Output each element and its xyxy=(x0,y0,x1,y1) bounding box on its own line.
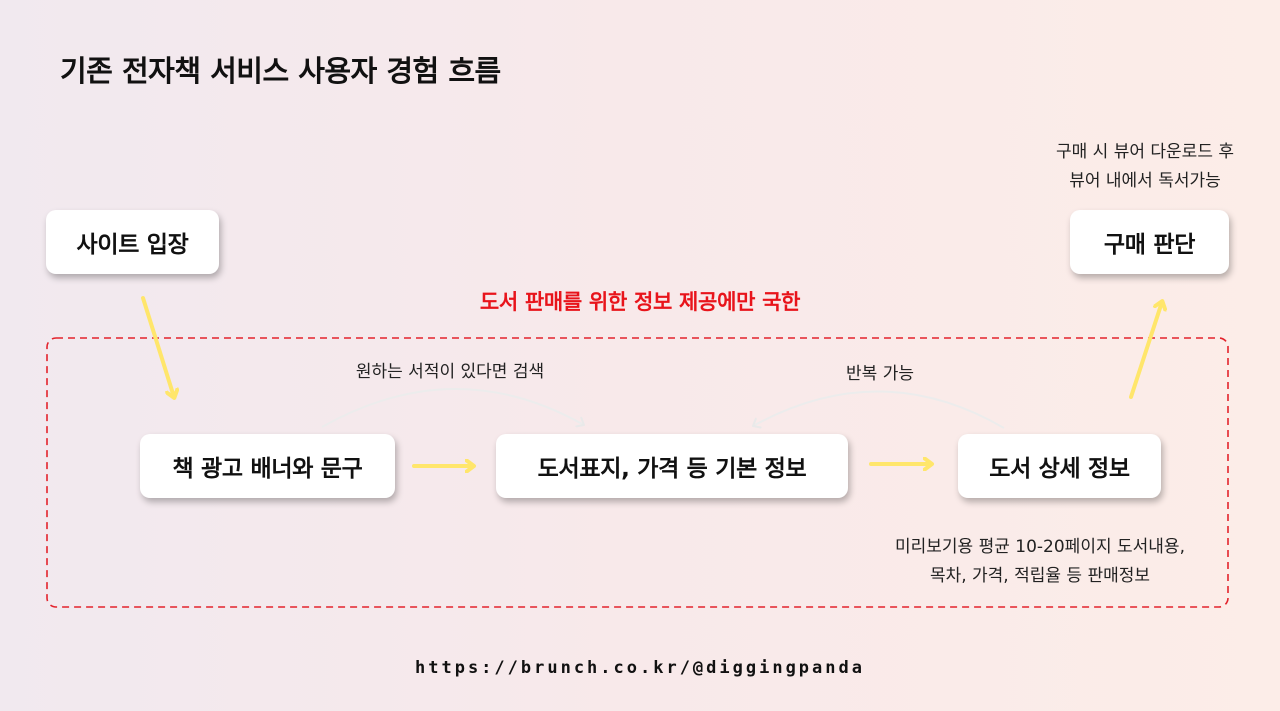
scope-dashed-border xyxy=(46,337,1229,608)
footer-url: https://brunch.co.kr/@diggingpanda xyxy=(415,658,865,678)
curve-search xyxy=(321,388,585,428)
diagram-title: 기존 전자책 서비스 사용자 경험 흐름 xyxy=(60,54,501,88)
purchase-note-line1: 구매 시 뷰어 다운로드 후 xyxy=(1055,142,1234,162)
arrow-detail-to-purchase xyxy=(1129,302,1162,399)
detail-note-line2: 목차, 가격, 적립율 등 판매정보 xyxy=(929,566,1151,586)
repeat-note: 반복 가능 xyxy=(846,364,914,384)
purchase-note-line2: 뷰어 내에서 독서가능 xyxy=(1069,171,1221,191)
search-note: 원하는 서적이 있다면 검색 xyxy=(355,362,545,382)
detail-note: 미리보기용 평균 10-20페이지 도서내용, 목차, 가격, 적립율 등 판매… xyxy=(860,533,1220,591)
scope-highlight: 도서 판매를 위한 정보 제공에만 국한 xyxy=(479,290,801,314)
node-detail-info: 도서 상세 정보 xyxy=(958,434,1161,498)
curve-repeat xyxy=(752,390,1005,429)
node-ad-banner: 책 광고 배너와 문구 xyxy=(140,434,395,498)
arrow-entry-to-banner xyxy=(141,296,174,397)
detail-note-line1: 미리보기용 평균 10-20페이지 도서내용, xyxy=(895,537,1185,557)
node-site-entry: 사이트 입장 xyxy=(46,210,219,274)
node-purchase: 구매 판단 xyxy=(1070,210,1229,274)
purchase-note: 구매 시 뷰어 다운로드 후 뷰어 내에서 독서가능 xyxy=(1030,138,1260,196)
node-basic-info: 도서표지, 가격 등 기본 정보 xyxy=(496,434,848,498)
